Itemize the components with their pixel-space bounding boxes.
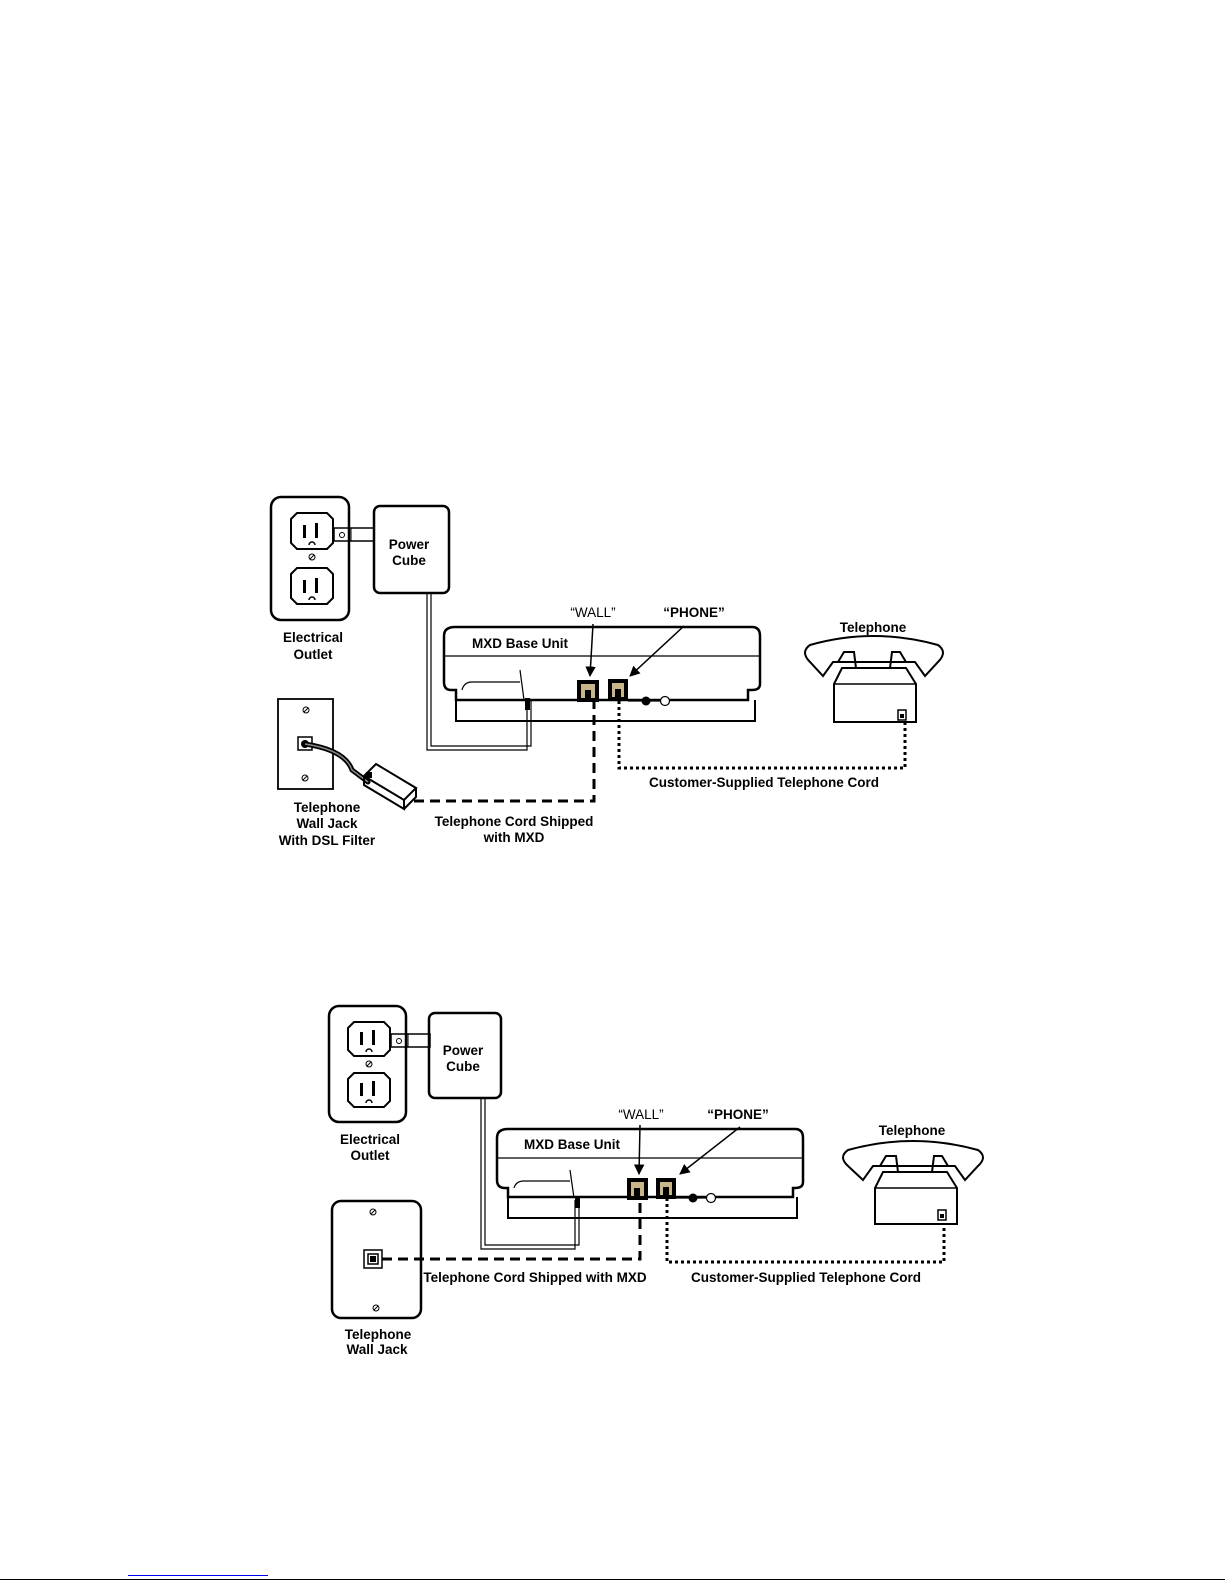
phone-port-label: “PHONE” [707,1107,769,1122]
wall-port-label: “WALL” [618,1107,663,1122]
power-jack-icon [641,696,651,706]
page-footer-rule [0,1579,1225,1580]
dsl-filter-icon [362,762,418,811]
outlet-label-2: Outlet [351,1148,391,1163]
shipped-telephone-cord [414,700,596,803]
power-jack-icon [688,1193,698,1203]
jack-label-2: Wall Jack [346,1342,408,1357]
power-cube: Power Cube [372,504,451,595]
power-cube-label-1: Power [443,1043,484,1058]
electrical-outlet-icon [327,1004,408,1124]
customer-cord-label: Customer-Supplied Telephone Cord [649,775,879,790]
telephone-icon [842,1140,984,1225]
power-cord [480,1098,576,1250]
jack-label-3: With DSL Filter [279,833,376,848]
outlet-label-1: Electrical [340,1132,400,1147]
base-unit-label: MXD Base Unit [524,1137,621,1152]
power-cube-label-2: Cube [446,1059,480,1074]
telephone-label: Telephone [879,1123,946,1138]
diagram-standard: Power Cube Electrical Outlet MXD Base Un… [327,1004,984,1357]
power-cube-label-1: Power [389,537,430,552]
jack-label-1: Telephone [294,800,361,815]
power-cube-label-2: Cube [392,553,426,568]
outlet-label-1: Electrical [283,630,343,645]
power-plug-icon [333,527,375,542]
base-unit-label: MXD Base Unit [472,636,569,651]
telephone-icon [804,635,944,723]
power-plug-icon [390,1033,431,1048]
phone-port-icon [608,679,628,701]
mxd-base-unit: MXD Base Unit [495,1127,805,1219]
electrical-outlet-icon [269,495,351,622]
shipped-cord-label-2: with MXD [483,830,545,845]
phone-port-label: “PHONE” [663,605,725,620]
outlet-label-2: Outlet [294,647,334,662]
led-indicator-icon [659,695,671,707]
wall-port-icon [627,1178,648,1200]
wall-port-icon [577,680,599,702]
telephone-label: Telephone [840,620,907,635]
jack-label-2: Wall Jack [296,816,358,831]
shipped-cord-label: Telephone Cord Shipped with MXD [423,1270,646,1285]
jack-label-1: Telephone [345,1327,412,1342]
led-indicator-icon [705,1192,717,1204]
diagram-dsl: Power Cube Electrical Outlet MXD Base Un… [269,495,944,848]
customer-cord-label: Customer-Supplied Telephone Cord [691,1270,921,1285]
customer-supplied-cord [617,701,907,770]
footnote-link-line [128,1575,268,1576]
shipped-cord-label-1: Telephone Cord Shipped [435,814,594,829]
power-cord [426,593,528,751]
phone-port-icon [656,1178,676,1199]
mxd-base-unit: MXD Base Unit [442,625,762,722]
wall-port-label: “WALL” [570,605,615,620]
customer-supplied-cord [665,1198,946,1264]
power-cube: Power Cube [427,1011,503,1100]
shipped-telephone-cord [382,1198,642,1261]
